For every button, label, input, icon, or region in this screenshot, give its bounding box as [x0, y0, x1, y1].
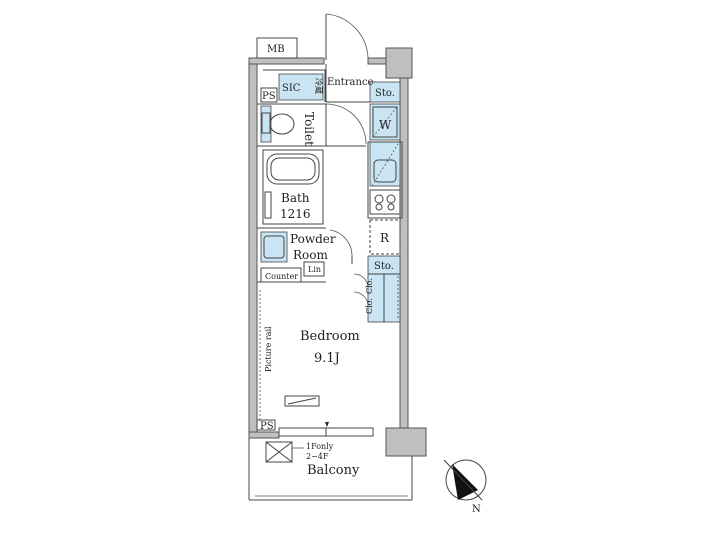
- ps-bottom-label: PS: [260, 421, 274, 432]
- toilet-label: Toilet: [302, 112, 316, 146]
- sic-closet: [278, 73, 324, 101]
- bath-label-2: 1216: [280, 207, 311, 221]
- picture-rail-label: Picture rail: [264, 326, 273, 372]
- balcony-note-1: 1Fonly: [306, 442, 334, 451]
- sto-top-label: Sto.: [375, 88, 395, 99]
- balcony-note-2: 2~4F: [306, 452, 329, 461]
- washer-space: [369, 103, 401, 141]
- ps-top-label: PS: [262, 91, 276, 102]
- bedroom-size-label: 9.1J: [314, 351, 340, 366]
- bath-label-1: Bath: [281, 191, 310, 205]
- sic-label: SIC: [282, 83, 301, 94]
- mb-label: MB: [267, 44, 285, 55]
- balcony-hatch: [265, 441, 304, 463]
- outer-walls: [248, 37, 427, 457]
- clo-label-1: Clo.: [365, 278, 374, 294]
- washbasin-icon: [263, 235, 285, 259]
- toilet-icon: [261, 112, 295, 135]
- powder-label-2: Room: [293, 248, 328, 262]
- washer-label: W: [379, 118, 392, 132]
- powder-label-1: Powder: [290, 232, 336, 246]
- stove-icon: [369, 189, 401, 215]
- sink-icon: [373, 159, 397, 183]
- clo-label-2: Clo.: [365, 298, 374, 314]
- counter-label: Counter: [265, 272, 298, 281]
- sto-mid-label: Sto.: [374, 261, 394, 272]
- entrance-door: [325, 13, 369, 60]
- fridge-space: [369, 219, 401, 255]
- sic-vertical-label: 冷蔵: [314, 78, 324, 94]
- bedroom-label: Bedroom: [300, 329, 360, 344]
- balcony-label: Balcony: [307, 463, 360, 478]
- fridge-label: R: [380, 231, 390, 245]
- entrance-label: Entrance: [327, 77, 374, 88]
- compass-icon: [443, 459, 487, 501]
- storage-top: [369, 81, 401, 103]
- lin-label: Lin: [308, 265, 321, 274]
- north-label: N: [472, 504, 481, 515]
- bathtub-icon: [266, 153, 320, 185]
